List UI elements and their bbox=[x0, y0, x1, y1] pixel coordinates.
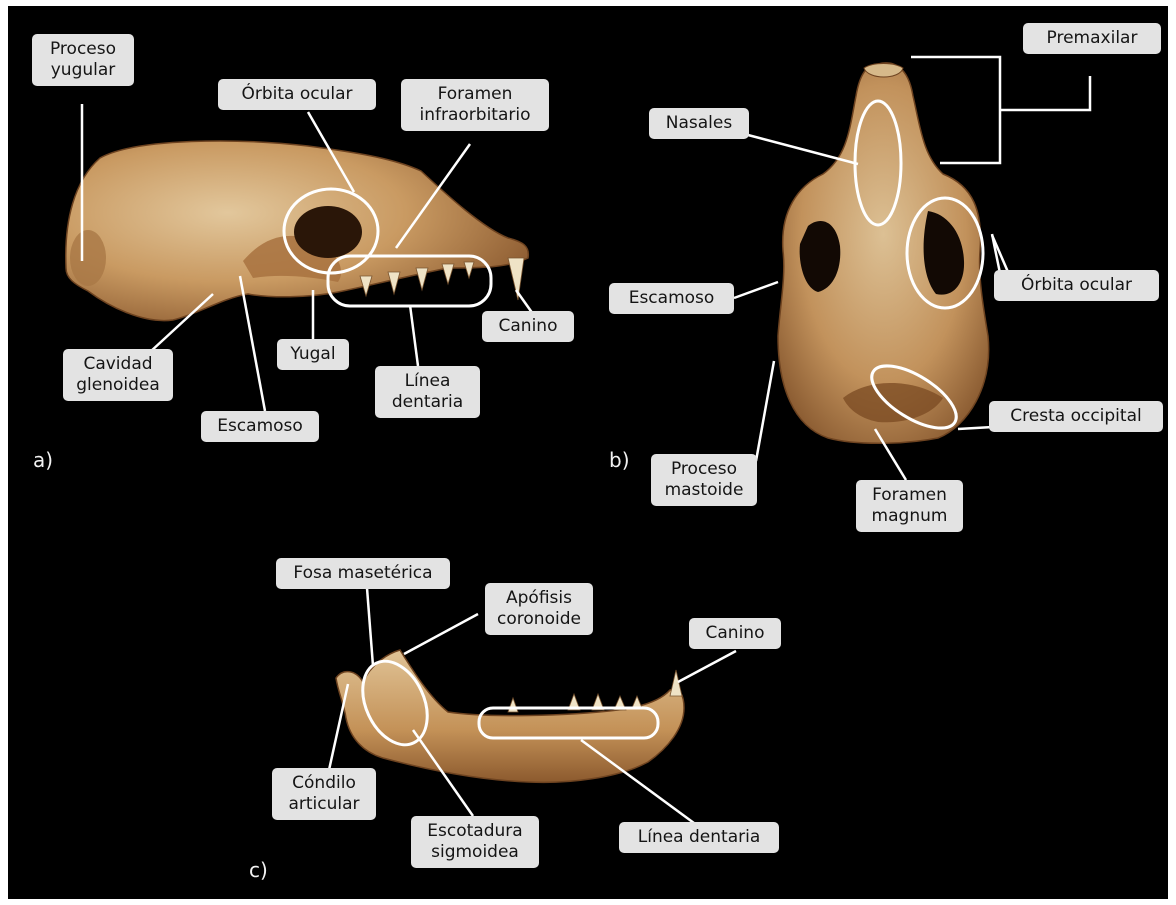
label-b-foramen-magnum: Foramen magnum bbox=[856, 480, 963, 532]
leader-a-linea bbox=[410, 305, 418, 366]
label-c-escotadura-sigmoidea: Escotadura sigmoidea bbox=[411, 816, 539, 868]
label-b-proceso-mastoide: Proceso mastoide bbox=[651, 454, 757, 506]
label-a-cavidad-glenoidea: Cavidad glenoidea bbox=[63, 349, 173, 401]
skull-lateral-orbit-hole bbox=[294, 206, 362, 258]
leader-b-mastoide bbox=[756, 361, 774, 461]
leader-b-cresta bbox=[958, 427, 993, 429]
leader-b-escamoso bbox=[734, 282, 778, 298]
label-b-cresta-occipital: Cresta occipital bbox=[989, 401, 1163, 432]
panel-letter-b: b) bbox=[609, 449, 630, 471]
mandible-body bbox=[336, 650, 684, 782]
figure-canvas: a) b) c) Proceso yugular Órbita ocular F… bbox=[8, 6, 1168, 899]
leader-c-apofisis bbox=[404, 614, 478, 654]
label-b-premaxilar: Premaxilar bbox=[1023, 23, 1161, 54]
label-a-yugal: Yugal bbox=[277, 339, 349, 370]
leader-b-nasales bbox=[748, 135, 858, 164]
label-a-orbita-ocular: Órbita ocular bbox=[218, 79, 376, 110]
mandible-view bbox=[336, 650, 684, 782]
label-b-escamoso: Escamoso bbox=[609, 283, 734, 314]
skull-dorsal-view bbox=[778, 63, 989, 443]
leader-c-canino bbox=[678, 651, 736, 682]
label-c-apofisis-coronoide: Apófisis coronoide bbox=[485, 583, 593, 635]
leader-b-orbita-connector bbox=[992, 235, 1008, 272]
panel-letter-c: c) bbox=[249, 859, 268, 881]
label-c-linea-dentaria: Línea dentaria bbox=[619, 822, 779, 853]
label-a-linea-dentaria: Línea dentaria bbox=[375, 366, 480, 418]
label-a-proceso-yugular: Proceso yugular bbox=[32, 34, 134, 86]
skull-lateral-ear-region bbox=[70, 230, 106, 286]
label-c-fosa-maseterica: Fosa masetérica bbox=[276, 558, 450, 589]
label-b-nasales: Nasales bbox=[649, 108, 749, 139]
skull-lateral-view bbox=[66, 141, 529, 321]
label-a-escamoso: Escamoso bbox=[201, 411, 319, 442]
label-a-foramen-infraorbitario: Foramen infraorbitario bbox=[401, 79, 549, 131]
label-c-canino: Canino bbox=[689, 618, 781, 649]
label-b-orbita-ocular: Órbita ocular bbox=[994, 270, 1159, 301]
leader-c-fosa bbox=[367, 588, 373, 666]
label-a-canino: Canino bbox=[482, 311, 574, 342]
leader-b-premaxilar-branch bbox=[1000, 76, 1090, 110]
figure-artwork bbox=[8, 6, 1168, 899]
panel-letter-a: a) bbox=[33, 449, 53, 471]
leader-c-condilo bbox=[329, 684, 348, 770]
label-c-condilo-articular: Cóndilo articular bbox=[272, 768, 376, 820]
